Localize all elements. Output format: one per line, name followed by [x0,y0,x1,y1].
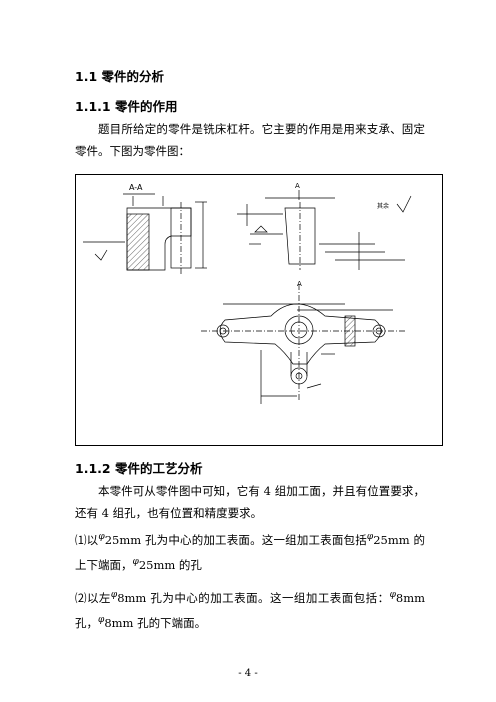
part-drawing: A-A A 其余 [75,174,443,446]
page-number: - 4 - [238,668,258,679]
heading-1-1-2: 1.1.2 零件的工艺分析 [75,461,203,476]
section-label: A-A [129,183,143,192]
item1-text-1: 25mm 孔为中心的加工表面。这一组加工表面包括 [104,532,367,547]
phi-symbol: φ [110,590,118,600]
list-item-1: ⑴以φ25mm 孔为中心的加工表面。这一组加工表面包括φ25mm 的上下端面，φ… [75,526,425,576]
phi-symbol: φ [366,532,374,542]
paragraph-process-analysis: 本零件可从零件图中可知，它有 4 组加工面，并且有位置要求，还有 4 组孔，也有… [75,484,425,520]
phi-symbol: φ [98,614,105,625]
item2-prefix: ⑵以左 [75,590,111,605]
heading-1-1-1: 1.1.1 零件的作用 [75,99,178,114]
item1-text-2: 25mm 的上下端面， [75,532,425,572]
item1-prefix: ⑴以 [75,532,99,547]
phi-symbol: φ [132,556,139,567]
phi-symbol: φ [389,590,396,600]
item2-text-1: 8mm 孔为中心的加工表面。这一组加工表面包括： [117,590,390,605]
roughness-label: 其余 [377,202,389,210]
view-label-top: A [295,182,300,190]
item1-text-3: 25mm 的孔 [138,557,202,572]
heading-1-1: 1.1 零件的分析 [75,69,164,84]
item2-text-2: 8mm 孔， [75,590,426,630]
list-item-2: ⑵以左φ8mm 孔为中心的加工表面。这一组加工表面包括：φ8mm 孔，φ8mm … [75,584,425,634]
paragraph-part-function: 题目所给定的零件是铣床杠杆。它主要的作用是用来支承、固定零件。下图为零件图： [75,122,425,158]
phi-symbol: φ [98,532,105,542]
view-label-bottom: A [297,280,302,288]
item2-text-3: 8mm 孔的下端面。 [104,615,207,630]
